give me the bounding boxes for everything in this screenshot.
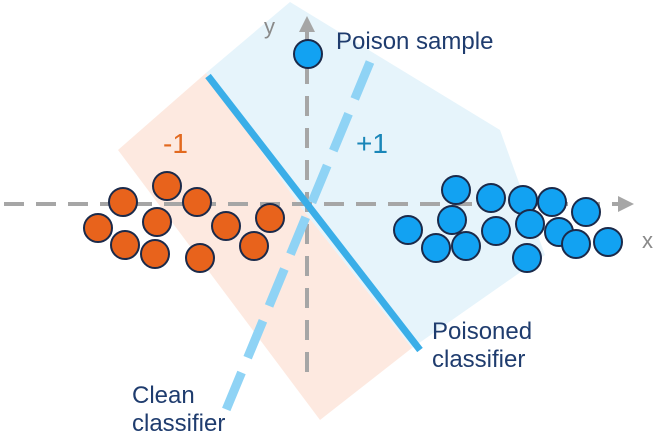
positive-point-2 (476, 183, 506, 213)
poisoned-classifier-line (205, 73, 423, 353)
positive-point-4 (537, 187, 567, 217)
negative-point-11 (239, 231, 269, 261)
negative-point-9 (140, 239, 170, 269)
poison-sample-label: Poison sample (336, 28, 494, 55)
positive-point-9 (515, 209, 545, 239)
negative-class-label: -1 (163, 128, 188, 159)
clean-classifier-label-line2: classifier (132, 409, 226, 437)
clean-classifier-label-line1: Clean (132, 382, 195, 409)
poisoned-classifier-label-line1: Poisoned (432, 318, 533, 345)
positive-point-7 (393, 215, 423, 245)
negative-point-7 (83, 213, 113, 243)
poison-point-group (293, 39, 323, 69)
poison-sample-point-1 (293, 39, 323, 69)
negative-point-6 (255, 203, 285, 233)
positive-class-label: +1 (356, 128, 388, 159)
negative-point-3 (182, 187, 212, 217)
positive-point-12 (451, 231, 481, 261)
poisoned-classifier-label-line2: classifier (432, 345, 526, 373)
positive-point-8 (481, 216, 511, 246)
positive-point-5 (571, 197, 601, 227)
positive-point-15 (593, 227, 623, 257)
positive-point-6 (437, 205, 467, 235)
y-axis-label: y (264, 14, 275, 39)
clean-classifier-line (221, 60, 375, 412)
x-axis-label: x (642, 228, 653, 253)
negative-point-5 (211, 211, 241, 241)
positive-points (393, 175, 623, 273)
negative-point-1 (152, 171, 182, 201)
y-axis-arrowhead (299, 16, 315, 32)
negative-point-2 (108, 187, 138, 217)
positive-point-14 (561, 229, 591, 259)
x-axis-arrowhead (618, 196, 634, 212)
positive-point-1 (441, 175, 471, 205)
poisoned-classifier-label: Poisoned classifier (432, 318, 532, 373)
clean-classifier-label: Clean classifier (132, 382, 225, 437)
negative-point-10 (185, 243, 215, 273)
negative-points (83, 171, 285, 273)
negative-point-4 (142, 207, 172, 237)
positive-point-11 (421, 233, 451, 263)
positive-region (206, 2, 545, 348)
negative-point-8 (110, 230, 140, 260)
positive-point-13 (512, 243, 542, 273)
